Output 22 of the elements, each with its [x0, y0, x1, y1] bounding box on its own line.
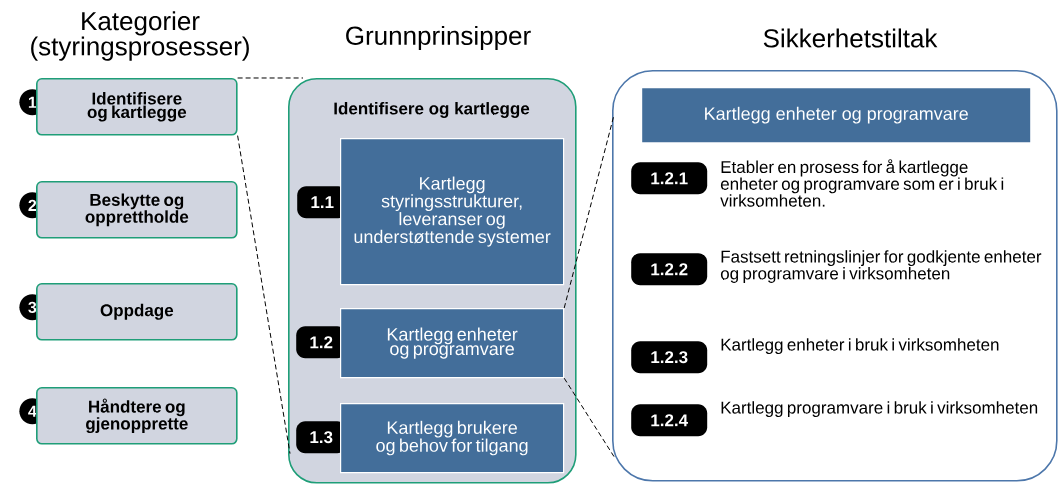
leader-line: [237, 77, 304, 79]
category-box: Oppdage: [36, 283, 238, 341]
column-heading: Sikkerhetstiltak: [763, 28, 938, 48]
category-box: Beskytte og opprettholde: [36, 181, 238, 239]
column-heading: Kategorier (styringsprosesser): [31, 11, 249, 61]
number-badge: 1.2.2: [631, 253, 708, 286]
number-badge: 1.2.4: [631, 404, 708, 437]
principle-box: Kartlegg brukere og behov for tilgang: [340, 403, 565, 474]
heading-box: Kartlegg enheter og programvare: [642, 88, 1031, 143]
measure-text: Fastsett retningslinjer for godkjente enheter og programvare i virksomheten: [720, 250, 1042, 283]
column-heading: Grunnprinsipper: [346, 25, 531, 51]
category-box: Håndtere og gjenopprette: [36, 387, 238, 445]
measure-text: Kartlegg enheter i bruk i virksomheten: [721, 338, 999, 355]
leader-line: [237, 135, 291, 455]
measure-text: Kartlegg programvare i bruk i virksomheten: [721, 401, 1038, 418]
leader-line: [563, 377, 615, 458]
principle-box: Kartlegg styringsstrukturer, leveranser og understøttende systemer: [340, 138, 565, 286]
number-badge: 1.2.1: [631, 162, 708, 195]
category-box: Identifisere og kartlegge: [36, 78, 238, 136]
measure-text: Etabler en prosess for å kartlegge enheter og programvare som er i bruk i virksomheten.: [720, 159, 1004, 207]
principle-box: Kartlegg enheter og programvare: [340, 308, 565, 379]
number-badge: 1.2.3: [631, 341, 708, 374]
